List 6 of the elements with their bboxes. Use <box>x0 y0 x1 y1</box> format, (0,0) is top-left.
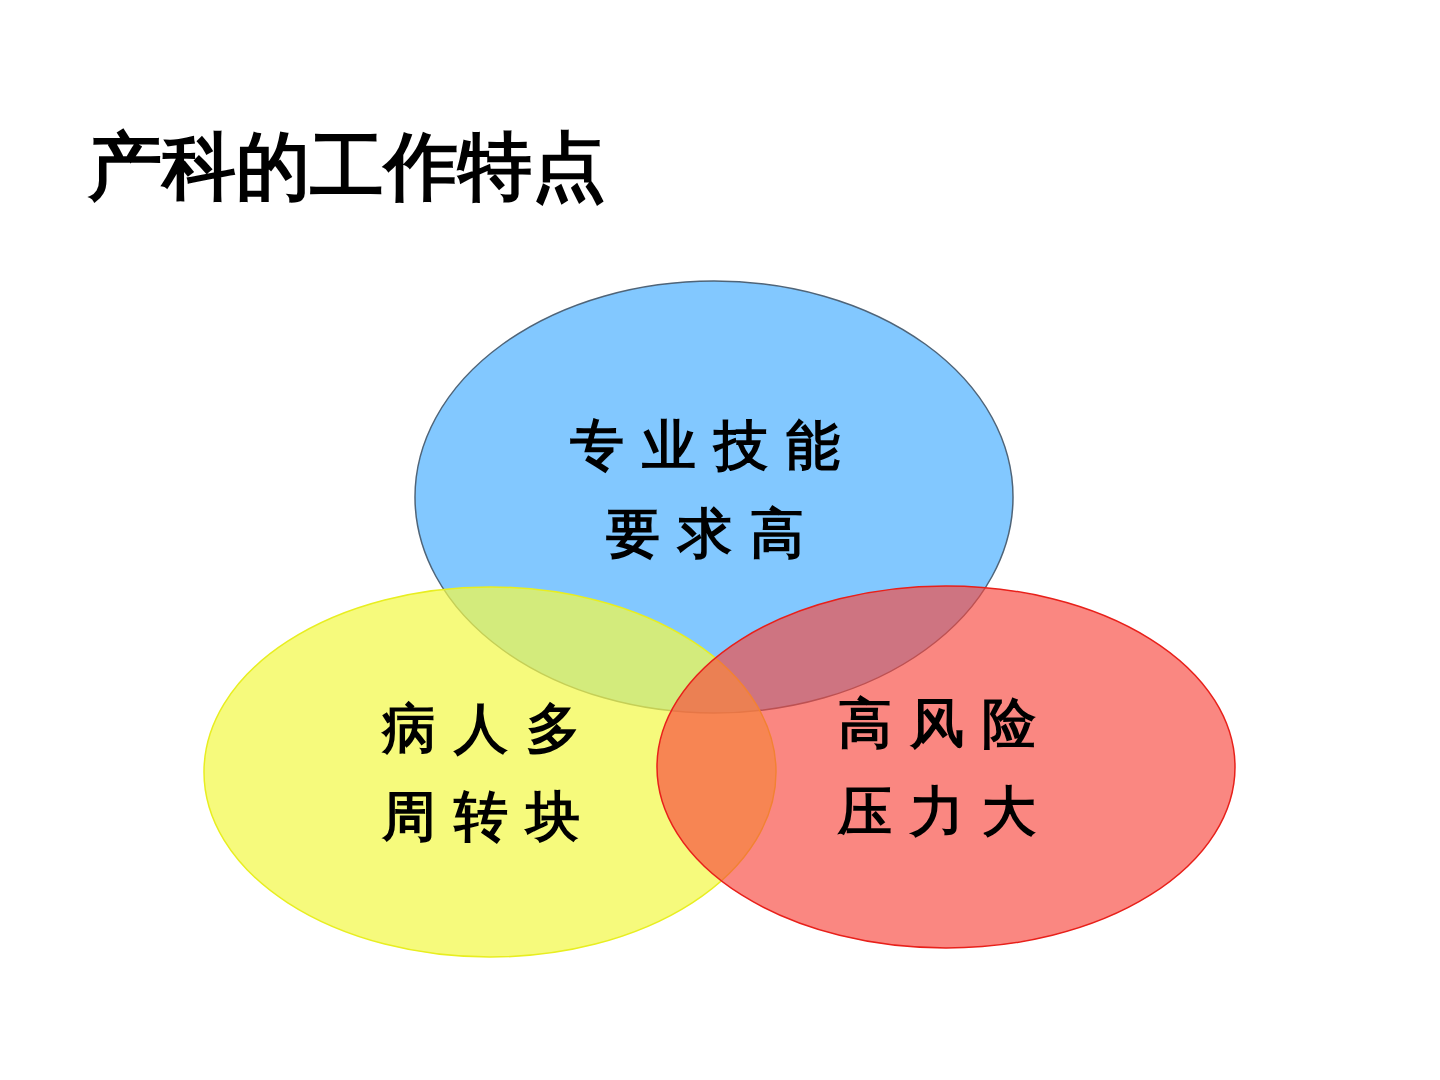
ellipse-label: 专业技能要求高 <box>569 412 859 567</box>
title: 产科的工作特点 <box>88 122 606 211</box>
venn-ellipse <box>656 585 1236 949</box>
venn-ellipse <box>203 586 777 958</box>
ellipse-label: 高风险压力大 <box>836 690 1055 845</box>
ellipse-label: 病人多周转块 <box>380 695 599 850</box>
